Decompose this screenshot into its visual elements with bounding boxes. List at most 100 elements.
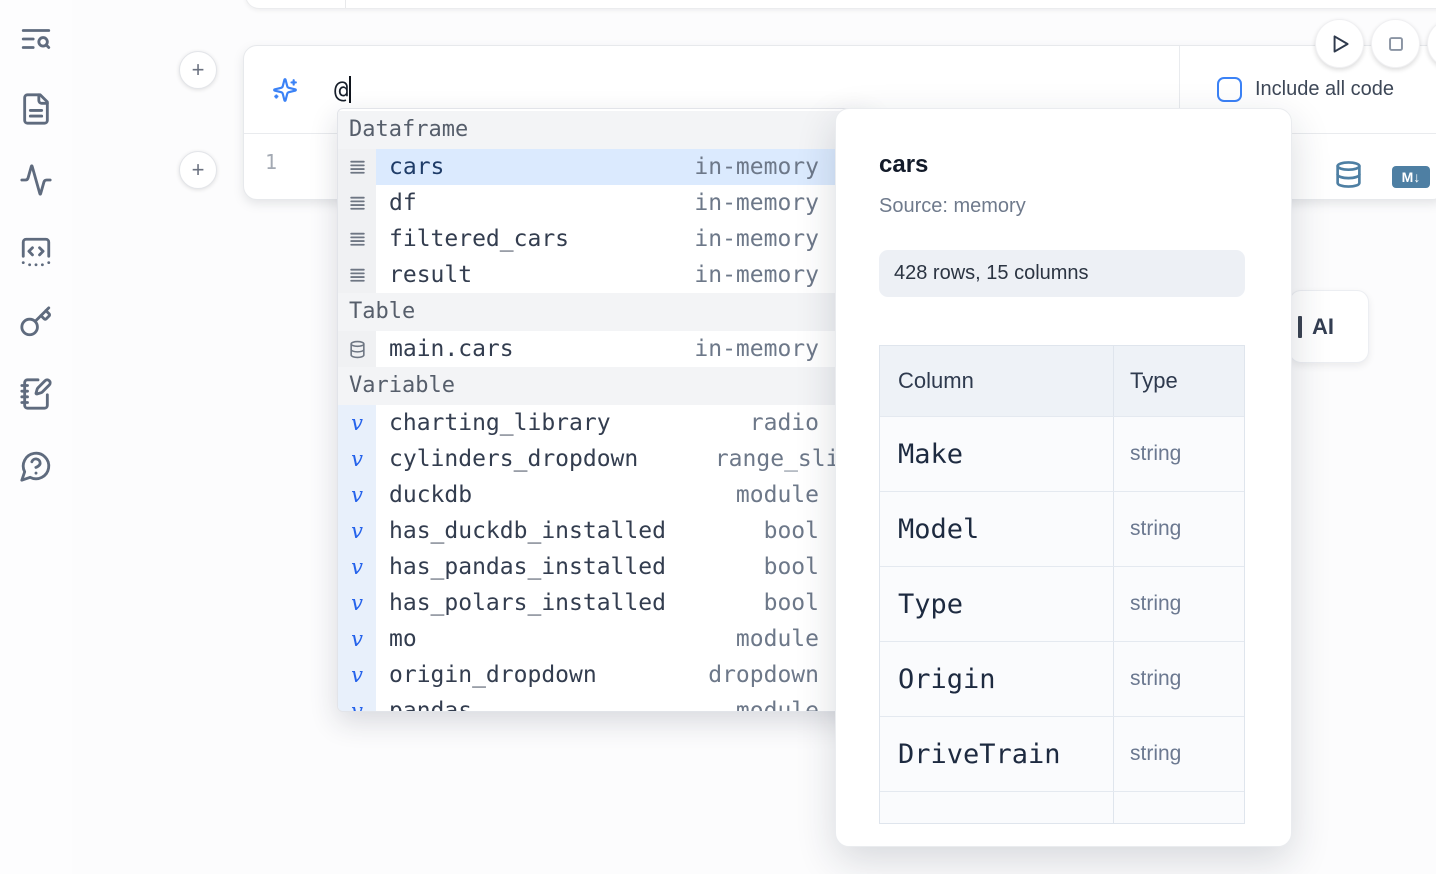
item-kind-gutter: v: [338, 657, 376, 693]
preview-stats-badge: 428 rows, 15 columns: [879, 250, 1245, 297]
item-detail: module: [735, 626, 819, 652]
item-kind-gutter: [338, 331, 376, 367]
autocomplete-section-header: Table: [338, 293, 869, 331]
add-cell-below-button[interactable]: +: [179, 151, 217, 189]
key-icon[interactable]: [17, 303, 55, 341]
code-editor-row[interactable]: 1 M↓: [244, 134, 1436, 201]
item-name: pandas: [389, 698, 473, 712]
item-name: mo: [389, 626, 417, 652]
item-name: cylinders_dropdown: [389, 446, 639, 472]
variable-icon: v: [351, 518, 363, 543]
include-all-code-checkbox[interactable]: [1217, 77, 1242, 102]
scratchpad-icon[interactable]: [17, 375, 55, 413]
column-name: Model: [898, 513, 980, 545]
item-kind-gutter: v: [338, 441, 376, 477]
variable-icon: v: [351, 446, 363, 471]
item-kind-gutter: v: [338, 585, 376, 621]
item-detail: in-memory: [694, 262, 819, 288]
preview-source: Source: memory: [879, 195, 1026, 217]
autocomplete-item[interactable]: v has_duckdb_installed bool: [338, 513, 869, 549]
variable-icon: v: [351, 410, 363, 435]
item-detail: module: [735, 482, 819, 508]
item-name: duckdb: [389, 482, 473, 508]
column-name: Type: [898, 588, 964, 620]
item-detail: bool: [763, 518, 819, 544]
schema-row-clipped: [880, 791, 1244, 823]
ai-prompt-input[interactable]: @: [334, 76, 352, 104]
autocomplete-section-header: Dataframe: [338, 111, 869, 149]
autocomplete-section-header: Variable: [338, 367, 869, 405]
schema-row: Model string: [880, 491, 1244, 566]
item-kind-gutter: v: [338, 513, 376, 549]
item-name: result: [389, 262, 473, 288]
run-cell-button[interactable]: [1315, 19, 1364, 68]
autocomplete-item[interactable]: result in-memory: [338, 257, 869, 293]
help-chat-icon[interactable]: [17, 447, 55, 485]
item-name: cars: [389, 154, 445, 180]
variable-icon: v: [351, 662, 363, 687]
clipped-icon: [1298, 315, 1302, 338]
database-icon[interactable]: [1334, 160, 1363, 194]
add-cell-above-button[interactable]: +: [179, 51, 217, 89]
file-document-icon[interactable]: [17, 90, 55, 128]
item-name: has_duckdb_installed: [389, 518, 666, 544]
autocomplete-item[interactable]: v charting_library radio: [338, 405, 869, 441]
column-name: DriveTrain: [898, 738, 1061, 770]
column-type: string: [1113, 642, 1244, 716]
item-name: df: [389, 190, 417, 216]
item-name: filtered_cars: [389, 226, 570, 252]
preview-title: cars: [879, 151, 929, 178]
dataframe-icon: [349, 160, 365, 174]
column-type: string: [1113, 417, 1244, 491]
ai-sparkle-icon: [272, 77, 298, 103]
dataframe-preview-popover: cars Source: memory 428 rows, 15 columns…: [835, 108, 1292, 847]
column-type: string: [1113, 492, 1244, 566]
code-cell-icon[interactable]: [17, 233, 55, 271]
stop-button[interactable]: [1371, 19, 1420, 68]
item-kind-gutter: [338, 257, 376, 293]
item-detail: radio: [749, 410, 819, 436]
text-cursor: [349, 76, 352, 103]
autocomplete-item[interactable]: v origin_dropdown dropdown: [338, 657, 869, 693]
item-detail: bool: [763, 554, 819, 580]
autocomplete-item[interactable]: v duckdb module: [338, 477, 869, 513]
item-kind-gutter: v: [338, 621, 376, 657]
type-header: Type: [1113, 346, 1244, 416]
item-name: origin_dropdown: [389, 662, 597, 688]
markdown-icon[interactable]: M↓: [1392, 166, 1430, 188]
item-detail: bool: [763, 590, 819, 616]
table-db-icon: [349, 340, 365, 358]
item-kind-gutter: v: [338, 693, 376, 711]
previous-cell-bottom: [245, 0, 1436, 9]
activity-icon[interactable]: [17, 161, 55, 199]
schema-row: Type string: [880, 566, 1244, 641]
autocomplete-item[interactable]: v mo module: [338, 621, 869, 657]
include-all-code-label: Include all code: [1255, 78, 1394, 100]
item-detail: dropdown: [708, 662, 819, 688]
toc-search-icon[interactable]: [17, 20, 55, 58]
column-name: Origin: [898, 663, 996, 695]
variable-icon: v: [351, 626, 363, 651]
item-detail: module: [735, 698, 819, 712]
variable-icon: v: [351, 482, 363, 507]
item-name: charting_library: [389, 410, 611, 436]
column-type: string: [1113, 567, 1244, 641]
item-kind-gutter: v: [338, 405, 376, 441]
schema-row: Origin string: [880, 641, 1244, 716]
cell-gutter-divider: [345, 0, 346, 8]
ai-edit-button[interactable]: AI: [1289, 290, 1369, 363]
icon-sidebar: [0, 0, 72, 874]
